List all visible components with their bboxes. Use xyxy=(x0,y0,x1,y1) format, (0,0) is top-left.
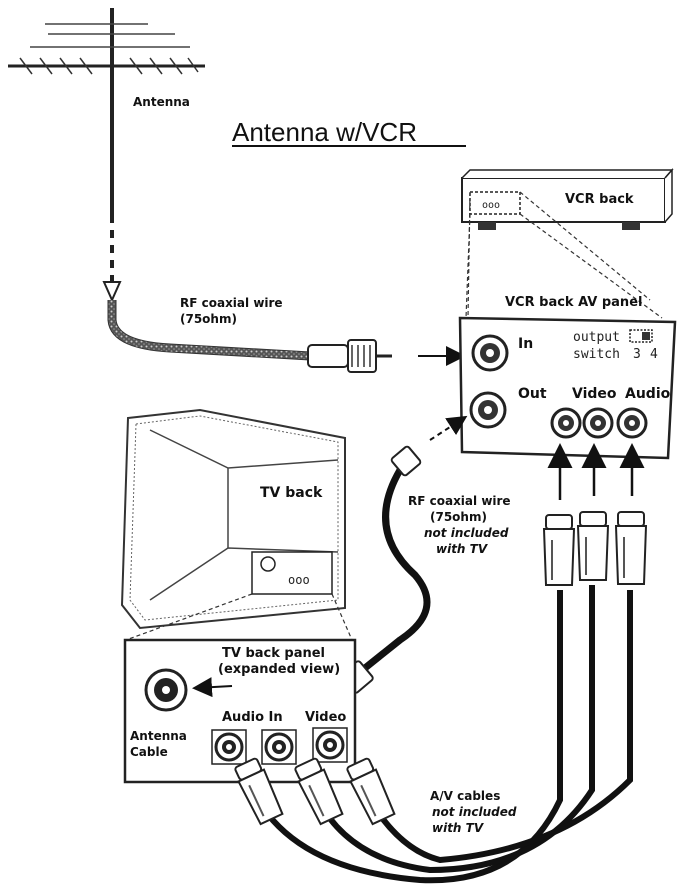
vcr-video-jack xyxy=(550,407,582,439)
tv-video-label: Video xyxy=(305,710,346,725)
av-cables-note2: with TV xyxy=(432,821,485,835)
vcr-out-jack xyxy=(469,391,507,429)
vcr-back-label: VCR back xyxy=(565,192,634,207)
vcr-jack-glyph: ooo xyxy=(482,200,500,211)
vcr-projection-lines xyxy=(465,191,663,319)
vcr-audio-left-jack xyxy=(582,407,614,439)
tv-video-jack xyxy=(312,727,348,763)
tv-audio-in-label: Audio In xyxy=(222,710,283,725)
output-switch-line2: switch xyxy=(573,347,620,362)
tv-antenna-line2: Cable xyxy=(130,745,168,759)
antenna-icon xyxy=(8,8,205,215)
tv-projection-lines xyxy=(125,593,353,641)
arrow-to-vcr-out xyxy=(429,415,468,441)
rf-wire-1-line2: (75ohm) xyxy=(180,312,237,326)
channel-3-label: 3 xyxy=(633,347,641,362)
tv-panel-title2: (expanded view) xyxy=(218,662,340,677)
channel-4-label: 4 xyxy=(650,347,658,362)
output-switch-icon xyxy=(629,329,653,343)
av-cables-line1: A/V cables xyxy=(430,789,500,803)
tv-rca-plugs xyxy=(234,757,396,826)
rf-coax-wire-1 xyxy=(107,300,392,373)
diagram-title: Antenna w/VCR xyxy=(232,117,417,147)
antenna-downlead xyxy=(102,215,122,303)
vcr-panel-label: VCR back AV panel xyxy=(505,295,642,310)
tv-back-illustration xyxy=(120,408,346,630)
tv-audio-left-jack xyxy=(211,729,247,765)
av-upward-arrows xyxy=(547,443,645,500)
tv-audio-right-jack xyxy=(261,729,297,765)
vcr-audio-label: Audio xyxy=(625,386,671,402)
tv-panel-title1: TV back panel xyxy=(222,646,325,661)
vcr-back-box xyxy=(461,168,674,230)
rf-wire-2-note1: not included xyxy=(424,526,509,540)
vcr-audio-right-jack xyxy=(616,407,648,439)
antenna-label: Antenna xyxy=(133,95,190,109)
vcr-in-jack xyxy=(471,334,509,372)
output-switch-line1: output xyxy=(573,330,620,345)
rf-wire-2-line2: (75ohm) xyxy=(430,510,487,524)
rf-wire-2-line1: RF coaxial wire xyxy=(408,494,511,508)
tv-back-label: TV back xyxy=(260,485,323,501)
tv-jack-glyph: ooo xyxy=(288,573,310,587)
av-cables-note1: not included xyxy=(432,805,517,819)
vcr-in-label: In xyxy=(518,336,533,352)
rf-wire-1-line1: RF coaxial wire xyxy=(180,296,283,310)
tv-antenna-line1: Antenna xyxy=(130,729,187,743)
vcr-rca-plugs xyxy=(542,511,648,586)
vcr-out-label: Out xyxy=(518,386,547,402)
arrow-to-tv-antenna xyxy=(192,677,233,698)
av-cables xyxy=(255,585,633,884)
rf-wire-2-note2: with TV xyxy=(436,542,489,556)
vcr-video-label: Video xyxy=(572,386,617,402)
tv-antenna-jack xyxy=(144,668,188,712)
